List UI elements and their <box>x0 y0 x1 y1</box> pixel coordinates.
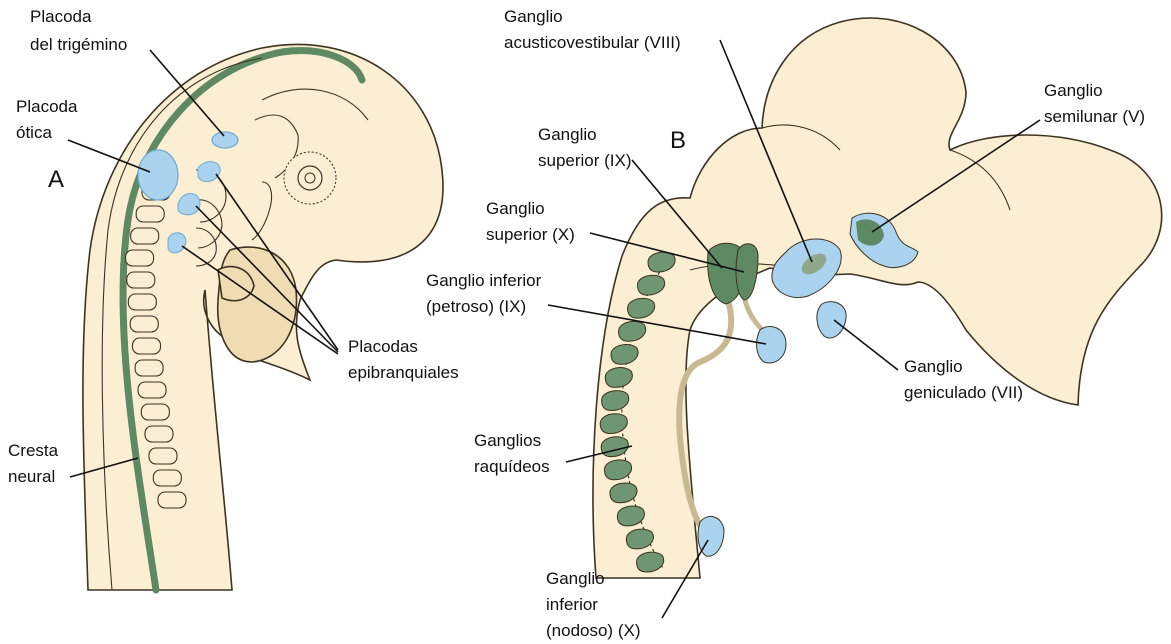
somite <box>127 272 155 288</box>
somite <box>133 338 161 354</box>
label-ganglio-acusticovestibular: Ganglio acusticovestibular (VIII) <box>504 7 681 52</box>
somite <box>131 228 159 244</box>
ganglio-superior-x-shape <box>736 244 758 300</box>
label-cresta-neural: Cresta neural <box>8 441 63 486</box>
somite <box>138 382 166 398</box>
somite <box>141 404 169 420</box>
label-placoda-trigemino: Placoda del trigémino <box>30 7 127 54</box>
somite <box>128 294 156 310</box>
cranial-ganglia <box>698 213 918 556</box>
eye <box>284 152 336 204</box>
somite <box>153 470 181 486</box>
somite <box>130 316 158 332</box>
placoda-trigemino-shape <box>212 132 238 148</box>
ganglio-geniculado-shape <box>817 302 846 338</box>
label-ganglios-raquideos: Ganglios raquídeos <box>474 431 550 476</box>
somite <box>136 206 164 222</box>
label-ganglio-inferior-nodoso: Ganglio inferior (nodoso) (X) <box>546 569 640 640</box>
somite <box>135 360 163 376</box>
ganglio-inferior-petroso-shape <box>757 326 786 363</box>
label-ganglio-inferior-petroso: Ganglio inferior (petroso) (IX) <box>426 271 546 316</box>
label-placoda-otica: Placoda ótica <box>16 97 82 142</box>
label-ganglio-superior-ix: Ganglio superior (IX) <box>538 125 632 170</box>
panel-a-embryo <box>83 44 443 590</box>
panel-label-a: A <box>48 166 64 193</box>
placoda-otica-shape <box>138 150 178 200</box>
somite <box>158 492 186 508</box>
leader-geniculado <box>834 320 898 370</box>
somite <box>126 250 154 266</box>
label-ganglio-semilunar: Ganglio semilunar (V) <box>1044 81 1145 126</box>
panel-label-b: B <box>670 127 686 154</box>
label-placodas-epibranquiales: Placodas epibranquiales <box>348 337 459 382</box>
somite <box>145 426 173 442</box>
label-ganglio-superior-x: Ganglio superior (X) <box>486 199 575 244</box>
embryo-b-body <box>593 18 1162 578</box>
panel-b-embryo <box>593 18 1162 578</box>
somite <box>149 448 177 464</box>
